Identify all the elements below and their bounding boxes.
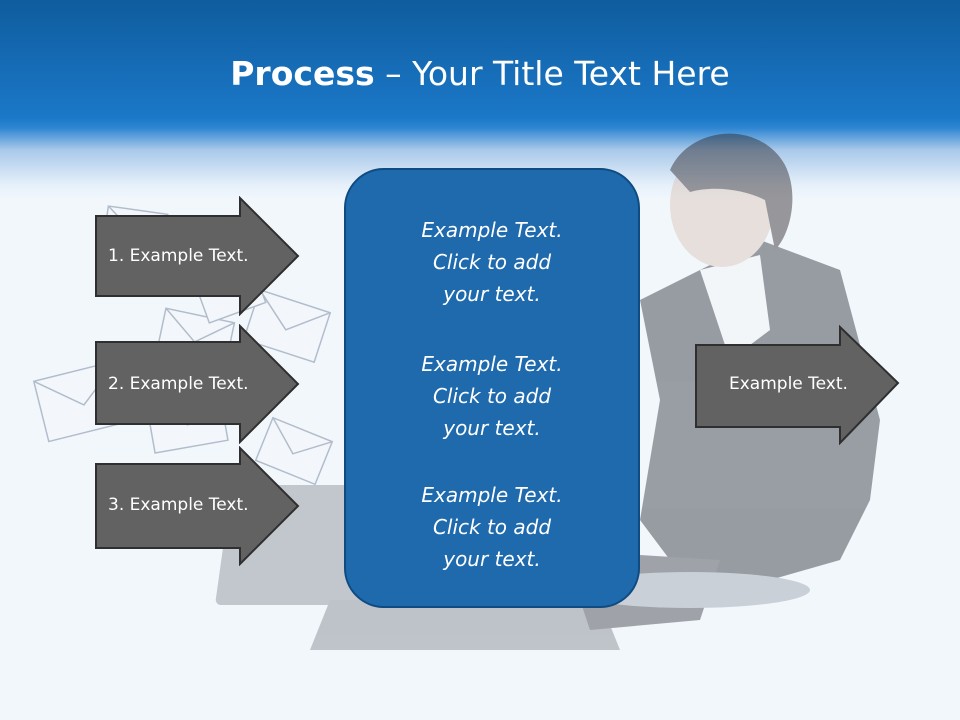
center-content-box: Example Text. Click to add your text. Ex… (344, 168, 640, 608)
envelope-icon (254, 416, 334, 486)
step-label-1: 1. Example Text. (108, 246, 249, 266)
center-paragraph-3: Example Text. Click to add your text. (421, 483, 563, 571)
result-label: Example Text. (729, 374, 848, 394)
step-label-2: 2. Example Text. (108, 374, 249, 394)
title-rest: – Your Title Text Here (374, 54, 730, 93)
center-paragraph-2: Example Text. Click to add your text. (421, 352, 563, 440)
step-label-3: 3. Example Text. (108, 495, 249, 515)
center-paragraph-1: Example Text. Click to add your text. (421, 218, 563, 306)
step-arrow-2 (95, 324, 300, 444)
step-arrow-3 (95, 446, 300, 566)
envelope-icon (242, 288, 332, 364)
slide-title: Process – Your Title Text Here (0, 52, 960, 96)
result-arrow (695, 325, 900, 445)
title-banner (0, 0, 960, 200)
title-bold: Process (230, 54, 375, 93)
step-arrow-1 (95, 196, 300, 316)
